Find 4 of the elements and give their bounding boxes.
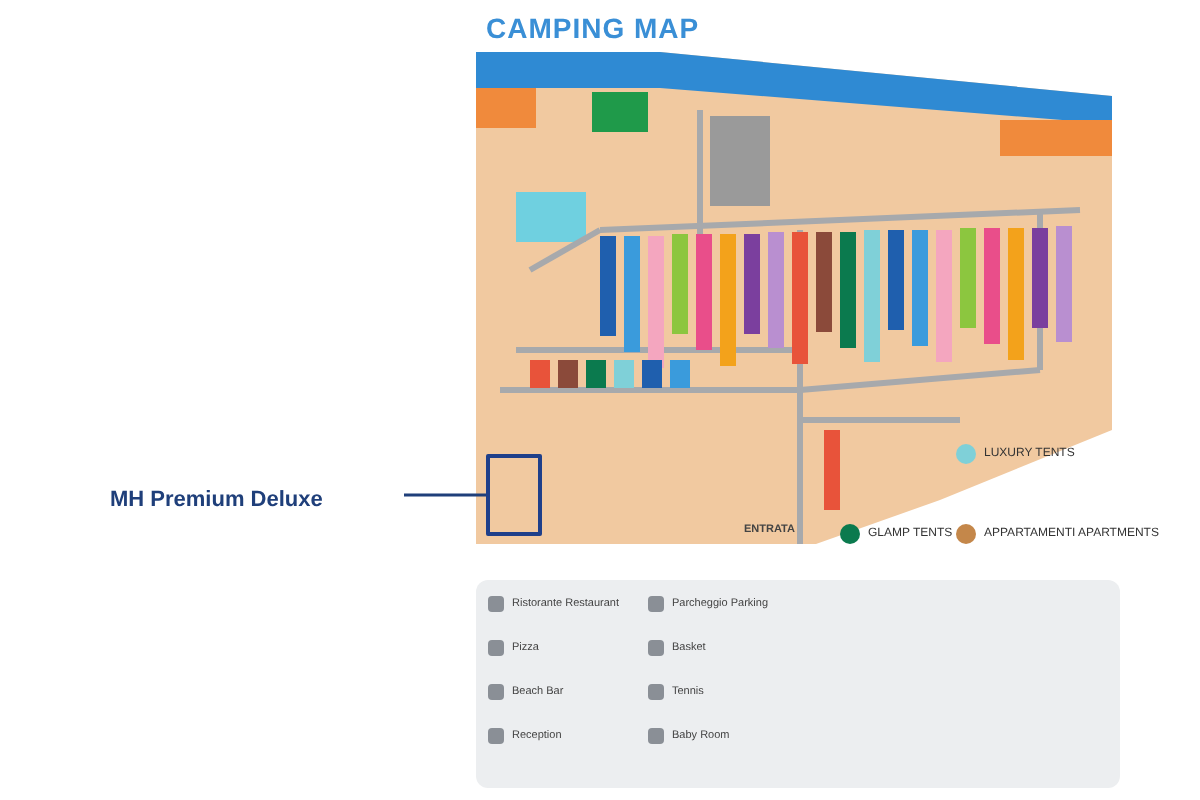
map-title: CAMPING MAP xyxy=(486,12,700,44)
callout-label: MH Premium Deluxe xyxy=(110,488,323,512)
highlighted-zone xyxy=(486,454,542,536)
leader-line xyxy=(404,493,486,497)
